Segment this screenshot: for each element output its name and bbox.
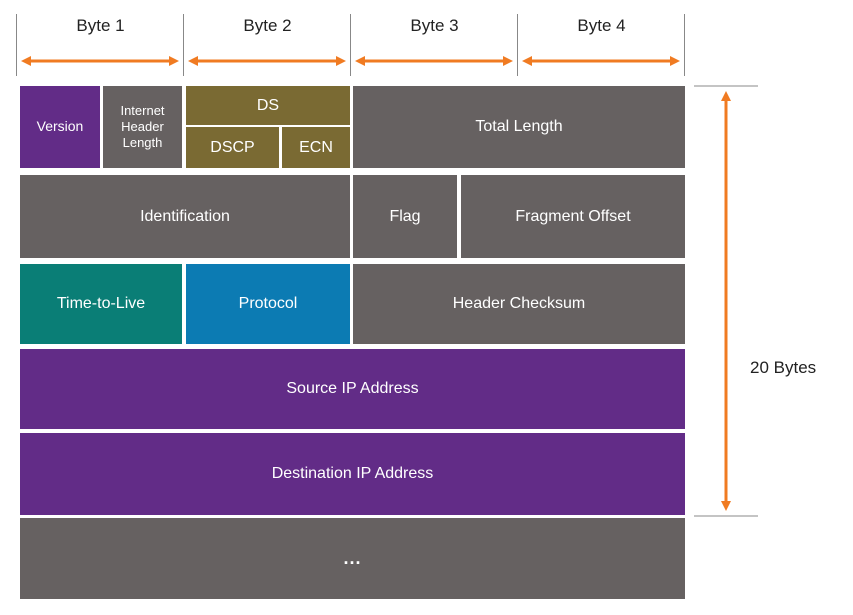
byte-2-label: Byte 2 (243, 16, 292, 35)
byte-divider (350, 14, 351, 76)
ttl-field: Time-to-Live (20, 264, 182, 344)
identification-field: Identification (20, 175, 350, 258)
total-length-field: Total Length (353, 86, 685, 168)
ecn-field: ECN (282, 127, 350, 168)
byte-1-label: Byte 1 (76, 16, 125, 35)
fragment-offset-field: Fragment Offset (461, 175, 685, 258)
byte-divider (517, 14, 518, 76)
ihl-field: Internet Header Length (103, 86, 182, 168)
byte-4-label: Byte 4 (577, 16, 626, 35)
source-ip-field: Source IP Address (20, 349, 685, 429)
header-checksum-field: Header Checksum (353, 264, 685, 344)
side-size-label: 20 Bytes (750, 358, 817, 377)
destination-ip-field: Destination IP Address (20, 433, 685, 515)
byte-divider (684, 14, 685, 76)
version-field: Version (20, 86, 100, 168)
protocol-field: Protocol (186, 264, 350, 344)
options-field: ... (20, 518, 685, 599)
byte-divider (183, 14, 184, 76)
byte-3-label: Byte 3 (410, 16, 459, 35)
dscp-field: DSCP (186, 127, 279, 168)
byte-divider (16, 14, 17, 76)
flag-field: Flag (353, 175, 457, 258)
ds-field: DS (186, 86, 350, 125)
